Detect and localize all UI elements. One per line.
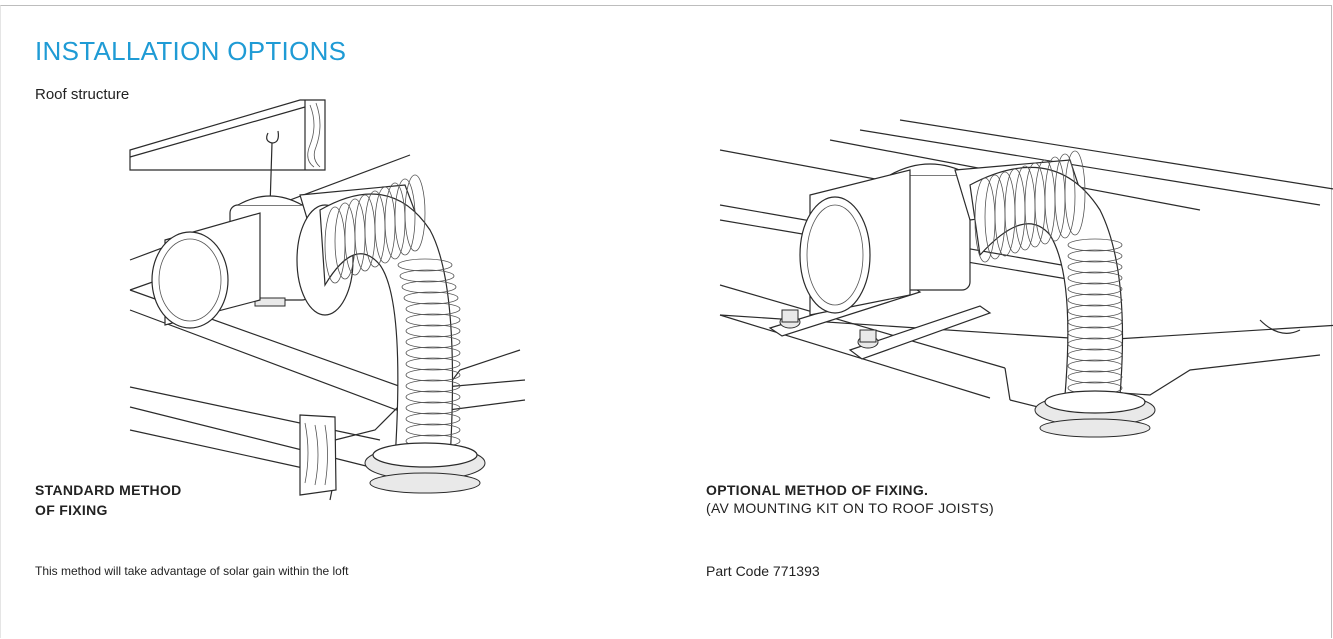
duct-rib	[405, 412, 461, 426]
page-frame	[0, 5, 1332, 638]
duct-rib	[1067, 370, 1123, 384]
duct-rib	[1067, 282, 1123, 296]
page-title: INSTALLATION OPTIONS	[35, 36, 347, 66]
duct-rib	[1067, 271, 1123, 285]
duct-rib	[1054, 153, 1076, 239]
duct-rib	[1067, 337, 1123, 351]
duct-rib	[1067, 304, 1123, 318]
duct-rib	[401, 280, 457, 294]
ceiling-diffuser	[1034, 390, 1156, 438]
duct-rib	[1067, 348, 1123, 362]
inline-fan	[151, 184, 421, 329]
flexible-duct	[969, 150, 1124, 396]
duct-rib	[394, 178, 416, 256]
duct-rib	[404, 174, 426, 252]
standard-method-heading: STANDARD METHOD OF FIXING	[35, 480, 182, 520]
duct-rib	[405, 368, 461, 382]
duct-rib	[405, 423, 461, 437]
standard-method-heading-line1: STANDARD METHOD	[35, 482, 182, 498]
duct-rib	[403, 291, 459, 305]
roof-rafter	[129, 99, 326, 171]
duct-rib	[405, 357, 461, 371]
duct-rib	[1064, 150, 1086, 236]
duct-rib	[405, 379, 461, 393]
flexible-duct	[319, 174, 461, 461]
duct-rib	[397, 258, 453, 272]
duct-rib	[405, 335, 461, 349]
duct-rib	[1067, 260, 1123, 274]
duct-rib	[399, 269, 455, 283]
duct-rib	[1067, 249, 1123, 263]
duct-rib	[405, 313, 461, 327]
ceiling-diffuser	[364, 442, 486, 494]
roof-structure-label: Roof structure	[35, 86, 130, 103]
duct-rib	[405, 401, 461, 415]
duct-rib	[1067, 315, 1123, 329]
duct-rib	[405, 390, 461, 404]
standard-method-heading-line2: OF FIXING	[35, 502, 108, 518]
standard-fixing-illustration	[129, 99, 526, 501]
duct-rib	[1067, 293, 1123, 307]
duct-rib	[1067, 238, 1123, 252]
optional-method-heading: OPTIONAL METHOD OF FIXING.	[706, 482, 929, 498]
duct-rib	[405, 346, 461, 360]
duct-rib	[405, 302, 461, 316]
duct-rib	[1067, 326, 1123, 340]
part-code: Part Code 771393	[706, 563, 820, 579]
standard-method-note: This method will take advantage of solar…	[35, 564, 349, 578]
duct-rib	[405, 324, 461, 338]
duct-rib	[1067, 359, 1123, 373]
optional-fixing-illustration	[719, 119, 1333, 438]
optional-method-subheading: (AV MOUNTING KIT ON TO ROOF JOISTS)	[706, 500, 994, 516]
